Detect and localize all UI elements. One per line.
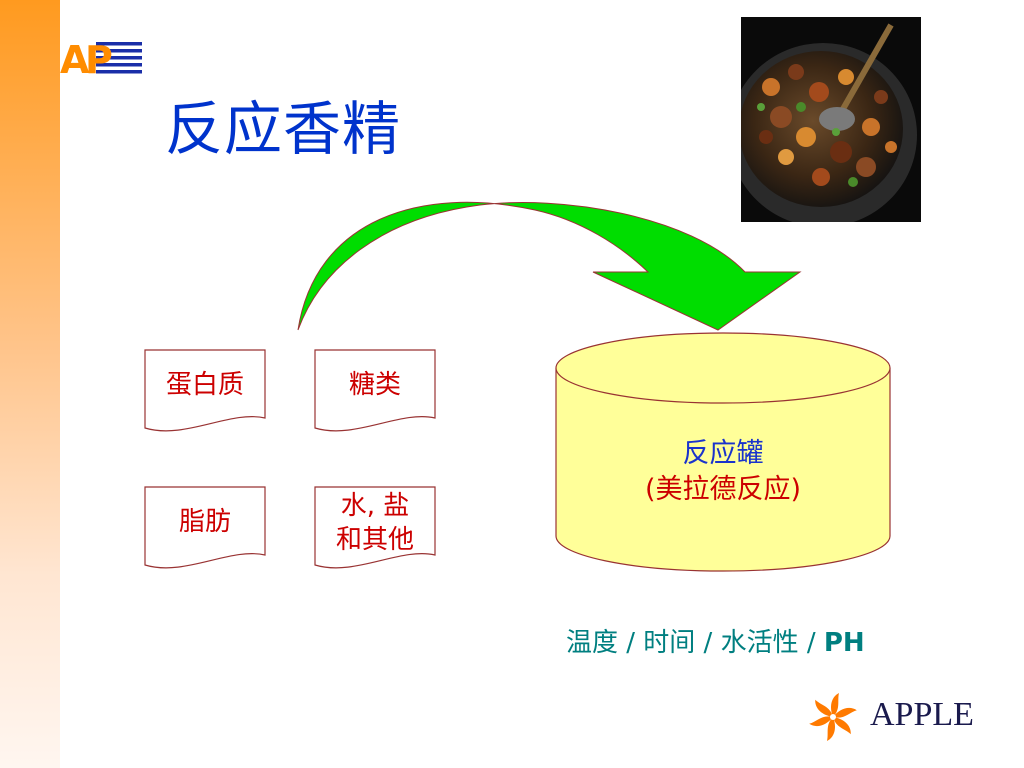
conditions-text: 温度 / 时间 / 水活性 / xyxy=(566,628,824,658)
tank-label: 反应罐 (美拉德反应) xyxy=(556,436,890,508)
curved-arrow xyxy=(297,201,802,331)
stir-fry-photo xyxy=(741,17,921,222)
ingredient-protein: 蛋白质 xyxy=(165,370,244,400)
spatula-handle xyxy=(840,23,894,111)
tank-top xyxy=(555,332,891,404)
ingredient-fat: 脂肪 xyxy=(178,507,231,537)
doc-shape-sugar xyxy=(314,349,436,432)
doc-shape-protein xyxy=(144,349,266,432)
ape-logo-stripes xyxy=(96,42,142,74)
tank-body xyxy=(555,368,891,572)
page-title: 反应香精 xyxy=(165,95,402,163)
ape-logo-letter-a: A xyxy=(60,38,90,76)
ingredient-sugar: 糖类 xyxy=(348,370,401,400)
food-pieces xyxy=(757,64,897,187)
spatula-head xyxy=(819,107,855,131)
conditions-ph: PH xyxy=(823,628,865,658)
tank-label-line2: (美拉德反应) xyxy=(644,474,802,505)
tank-label-line1: 反应罐 xyxy=(682,438,764,469)
ape-logo-icon: A P xyxy=(60,38,142,76)
ape-logo-letter-p: P xyxy=(85,38,113,76)
orange-side-bar xyxy=(0,0,60,768)
doc-shape-fat xyxy=(144,486,266,569)
reaction-conditions: 温度 / 时间 / 水活性 / PH xyxy=(566,622,865,659)
brand-name: APPLE xyxy=(870,696,974,733)
pinwheel-logo-icon xyxy=(809,693,857,741)
doc-shape-water-salt xyxy=(314,486,436,569)
ingredient-water-salt-other: 水, 盐 和其他 xyxy=(335,491,414,555)
